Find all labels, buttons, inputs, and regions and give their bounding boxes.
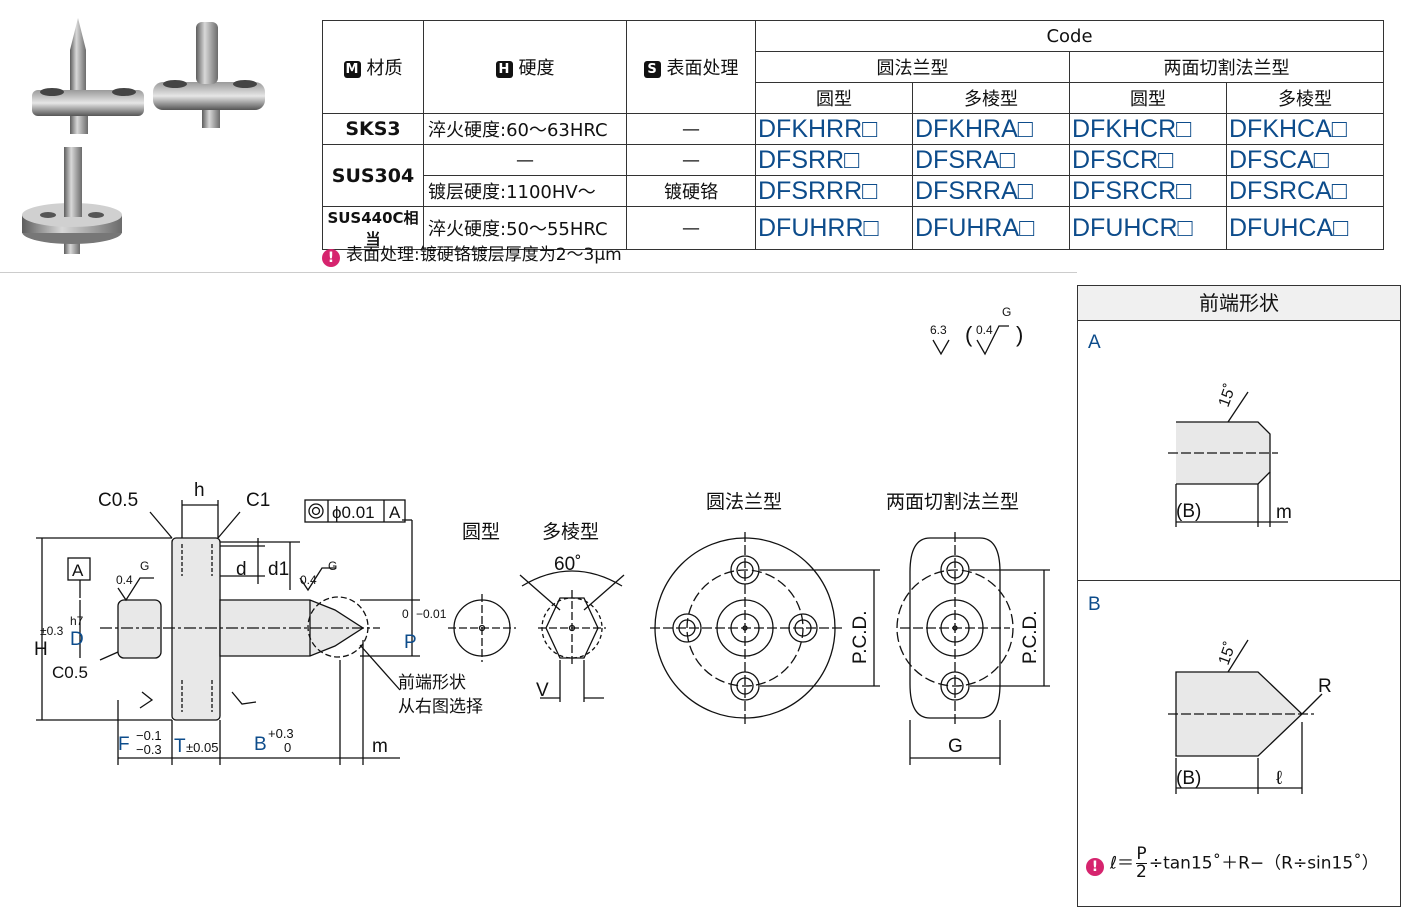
photo-cut-flange-round (153, 22, 265, 128)
pcd-label-cut: P.C.D. (1020, 610, 1041, 664)
g-mark-top: G (1002, 305, 1011, 319)
shape-a-label: A (1088, 332, 1101, 353)
paren-open: ( (965, 322, 973, 347)
code-cell[interactable]: DFSCA□ (1226, 144, 1384, 176)
datum-a-label: A (72, 561, 84, 580)
r-label: R (1318, 676, 1332, 697)
code-cell[interactable]: DFSCR□ (1069, 144, 1227, 176)
f-tol-up: −0.1 (136, 728, 162, 743)
paren-close: ) (1016, 322, 1023, 347)
code-cell[interactable]: DFUHRR□ (755, 206, 913, 250)
code-cell[interactable]: DFKHRR□ (755, 113, 913, 145)
round-flange-view-label: 圆法兰型 (706, 491, 782, 513)
roughness-04-top: 0.4 (976, 323, 993, 337)
roughness-63: 6.3 (930, 323, 947, 337)
code-cell[interactable]: DFKHCA□ (1226, 113, 1384, 145)
shape-b-label: B (1088, 594, 1101, 615)
photo-round-flange (22, 147, 122, 254)
table-row: SKS3 淬火硬度:60～63HRC — DFKHRR□ DFKHRA□ DFK… (322, 113, 1384, 145)
d-label: d (236, 559, 247, 580)
info-icon: ! (322, 249, 340, 267)
h-dim-tol: ±0.3 (40, 624, 64, 638)
h-label: h (194, 480, 205, 501)
roughness-04-b: 0.4 (300, 573, 317, 587)
tip-shape-title: 前端形状 (1078, 286, 1400, 321)
d1-label: d1 (268, 559, 289, 580)
tolerance-frame-datum: A (389, 503, 401, 522)
table-row: 镀层硬度:1100HV～ 镀硬铬 DFSRRR□ DFSRRA□ DFSRCR□… (323, 175, 1384, 207)
code-cell[interactable]: DFSRR□ (755, 144, 913, 176)
f-dim-label: F (118, 734, 130, 755)
code-cell[interactable]: DFSRRA□ (912, 175, 1070, 207)
l-label: ℓ (1276, 768, 1282, 789)
table-row: SUS440C相当 淬火硬度:50～55HRC — DFUHRR□ DFUHRA… (322, 206, 1384, 250)
header-round-2: 圆型 (1069, 82, 1227, 114)
technical-drawing: C0.5 h C1 ϕ0.01 A A d d1 0.4 G 0.4 G H ±… (34, 305, 1050, 765)
pcd-label-round: P.C.D. (850, 610, 871, 664)
info-icon: ! (1086, 857, 1104, 876)
code-cell[interactable]: DFKHCR□ (1069, 113, 1227, 145)
roughness-04: 0.4 (116, 573, 133, 587)
header-polygon-2: 多棱型 (1226, 82, 1384, 114)
code-cell[interactable]: DFSRRR□ (755, 175, 913, 207)
panel-divider (1078, 580, 1400, 581)
header-round-1: 圆型 (755, 82, 913, 114)
tip-shape-drawings: A 15˚ (B) m B 15˚ R (B) ℓ (1088, 332, 1332, 794)
g-dim-label: G (948, 736, 963, 757)
code-cell[interactable]: DFSRA□ (912, 144, 1070, 176)
b-paren-b: (B) (1176, 768, 1201, 789)
header-code: Code (755, 20, 1384, 52)
t-tol: ±0.05 (186, 740, 218, 755)
m-label-a: m (1276, 502, 1292, 523)
surface-note: !表面处理:镀硬铬镀层厚度为2～3μm (322, 240, 622, 267)
b-tol-up: +0.3 (268, 726, 294, 741)
code-cell[interactable]: DFKHRA□ (912, 113, 1070, 145)
g-mark: G (140, 559, 149, 573)
header-polygon-1: 多棱型 (912, 82, 1070, 114)
chamfer-c05-label: C0.5 (98, 490, 138, 511)
b-tol-lo: 0 (284, 740, 291, 755)
t-dim-label: T (174, 736, 186, 757)
g-mark-b: G (328, 559, 337, 573)
header-cut-flange: 两面切割法兰型 (1069, 51, 1384, 83)
d-dim-label: D (70, 629, 84, 650)
v-label: V (536, 680, 549, 701)
code-cell[interactable]: DFSRCR□ (1069, 175, 1227, 207)
tip-note-1: 前端形状 (398, 673, 466, 692)
tolerance-frame-value: ϕ0.01 (332, 503, 375, 522)
f-tol-lo: −0.3 (136, 742, 162, 757)
divider (0, 272, 1077, 273)
tip-shape-panel: 前端形状 A 15˚ (B) m B 15˚ (1077, 285, 1401, 907)
m-dim-label: m (372, 736, 388, 757)
cut-flange-view-label: 两面切割法兰型 (886, 491, 1019, 513)
chamfer-c05-bottom: C0.5 (52, 663, 88, 682)
round-view-label: 圆型 (462, 521, 500, 543)
p-tol-lo: −0.01 (416, 607, 447, 621)
polygon-view-label: 多棱型 (542, 521, 599, 543)
d-dim-tol: h7 (70, 614, 84, 628)
b-dim-label: B (254, 734, 267, 755)
code-cell[interactable]: DFUHCA□ (1226, 206, 1384, 250)
angle-60-label: 60˚ (554, 554, 581, 575)
h-dim-label: H (34, 639, 48, 660)
product-photos (22, 18, 265, 254)
code-cell[interactable]: DFUHCR□ (1069, 206, 1227, 250)
angle-15-a: 15˚ (1216, 382, 1240, 410)
chamfer-c1-label: C1 (246, 490, 270, 511)
b-paren-a: (B) (1176, 501, 1201, 522)
photo-cut-flange-pointed (32, 18, 144, 134)
table-row: SUS304 — — DFSRR□ DFSRA□ DFSCR□ DFSCA□ (322, 144, 1384, 207)
code-cell[interactable]: DFUHRA□ (912, 206, 1070, 250)
header-round-flange: 圆法兰型 (755, 51, 1070, 83)
angle-15-b: 15˚ (1216, 640, 1240, 668)
p-dim-label: P (404, 632, 417, 653)
p-tol-up: 0 (402, 607, 409, 621)
tip-note-2: 从右图选择 (398, 697, 483, 716)
code-cell[interactable]: DFSRCA□ (1226, 175, 1384, 207)
